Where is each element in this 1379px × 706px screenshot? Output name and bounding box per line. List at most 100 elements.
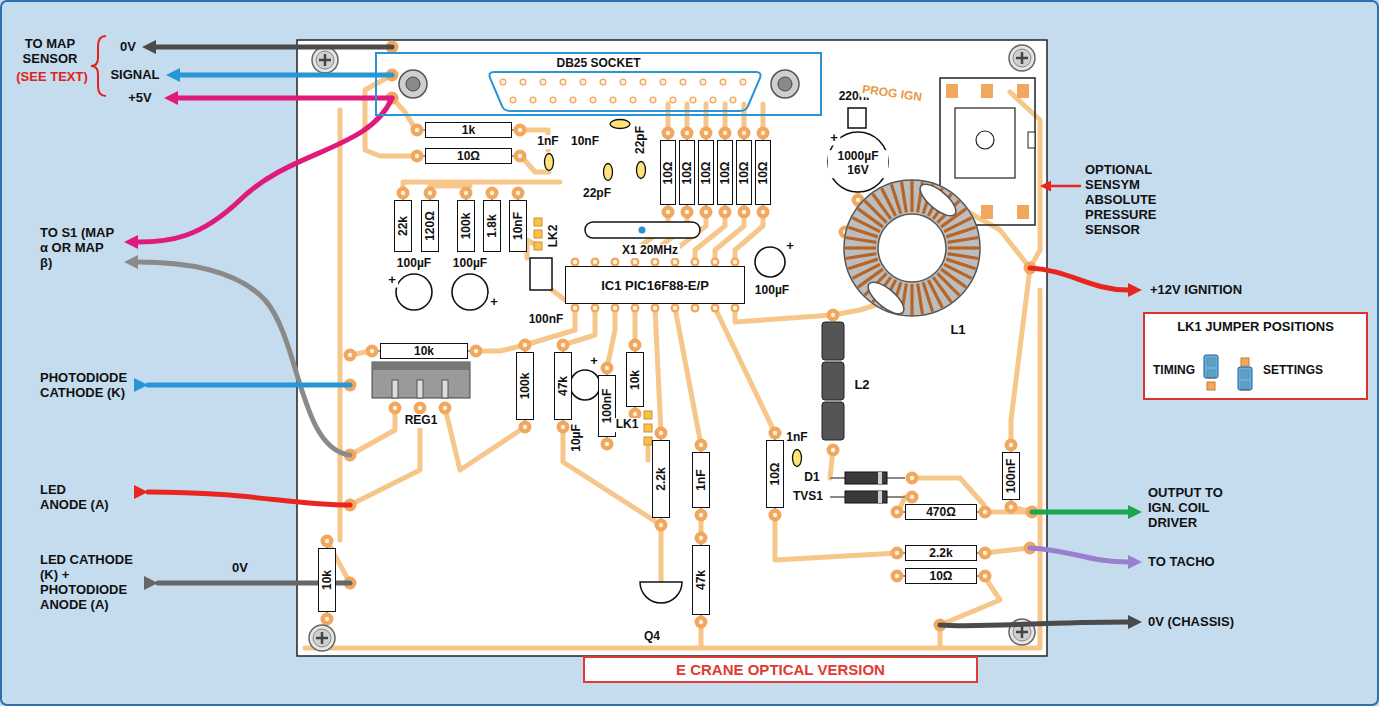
ferrite-bead [822,362,844,400]
lead-wire [1030,548,1128,562]
component-box: 22k [394,200,412,252]
copper-trace [655,308,661,433]
pad-ring [906,491,919,504]
socket-mount [399,70,427,98]
pcb-board [297,40,1047,656]
lead-wire [940,622,1128,626]
pad-hole [613,306,617,310]
component-box: 10Ω [679,140,695,205]
arrow-head [1128,505,1142,519]
capacitor-body [530,258,552,290]
wire-label: (SEE TEXT) [16,70,88,85]
pad-ring [321,535,334,548]
screw-inner [316,51,334,69]
solder-pad [662,206,675,219]
pad-hole [685,210,689,214]
copper-trace [338,110,343,540]
component-value: 1nF [695,469,707,490]
pad-ring [1005,501,1018,514]
pad-hole [711,98,715,102]
pad-hole [641,80,645,84]
pad-group [344,41,1039,632]
pad-ring [439,402,452,415]
component-value: 100nF [1005,459,1017,494]
toroid-winding [891,184,901,213]
pad-hole [773,431,777,435]
board-marking: + [784,239,796,254]
pad-hole [561,425,565,429]
lead-wire [178,96,392,101]
component-value: 10Ω [719,161,731,184]
copper-trace [675,308,701,445]
copper-trace [563,308,595,345]
sensor-notch [1028,132,1035,148]
pad-ring [906,472,919,485]
solder-pad [550,97,557,104]
screw-slot [1016,52,1028,64]
pad-hole [673,260,677,264]
toroid-winding [910,181,913,212]
pad-ring [662,127,675,140]
component-value: 2.2k [655,467,667,490]
pad-hole [561,80,565,84]
pad-hole [831,448,835,452]
pad-hole [415,154,419,158]
screw-head [1009,45,1035,71]
solder-pad [710,97,717,104]
board-marking: 22pF [581,187,613,201]
pad-hole [731,98,735,102]
pad-hole [1009,505,1013,509]
screw-head [309,625,335,651]
jumper-pin [534,242,542,250]
wire-layer [124,40,1142,629]
pad-ring [414,402,427,415]
pad-group [321,124,1018,629]
pad-hole [633,306,637,310]
toroid-winding [946,227,975,237]
lead-wire [138,98,392,242]
solder-pad [600,79,607,86]
solder-pad [631,304,640,313]
pad-ring [570,97,577,104]
board-marking: + [588,354,600,369]
board-marking: + [488,295,500,310]
lead-wire [1050,185,1080,188]
mounting-screw [312,47,338,73]
pad-hole [983,574,987,578]
board-marking: REG1 [403,414,440,428]
solder-pad [1005,501,1018,514]
pad-ring [681,127,694,140]
pad-hole [631,98,635,102]
solder-pad [681,206,694,219]
pad-hole [593,260,597,264]
component-box: 10k [318,548,336,612]
wire-label: 0V [232,561,248,576]
solder-pad [520,79,527,86]
solder-pad [660,79,667,86]
solder-pad [601,362,614,375]
regulator-body [372,362,470,398]
pad-hole [699,443,703,447]
diode-band [878,491,882,503]
solder-pad [979,506,992,519]
arrow-head [134,485,148,499]
pad-hole [741,80,745,84]
board-marking: 100nF [527,313,566,327]
pad-ring [600,79,607,86]
pad-hole [605,442,609,446]
toroid-winding [902,182,907,213]
component-box: 10Ω [755,140,771,205]
pad-hole [418,406,422,410]
pad-hole [523,343,527,347]
wire-label: PHOTODIODE CATHODE (K) [40,371,130,401]
pad-layer [321,41,1039,632]
arrow-head [1128,283,1142,297]
board-marking: 100µF [753,284,791,298]
solder-pad [730,97,737,104]
copper-trace [477,345,525,351]
pad-ring [891,506,904,519]
pad-ring [710,97,717,104]
caption-box: E CRANE OPTICAL VERSION [583,656,978,683]
pad-ring [601,362,614,375]
